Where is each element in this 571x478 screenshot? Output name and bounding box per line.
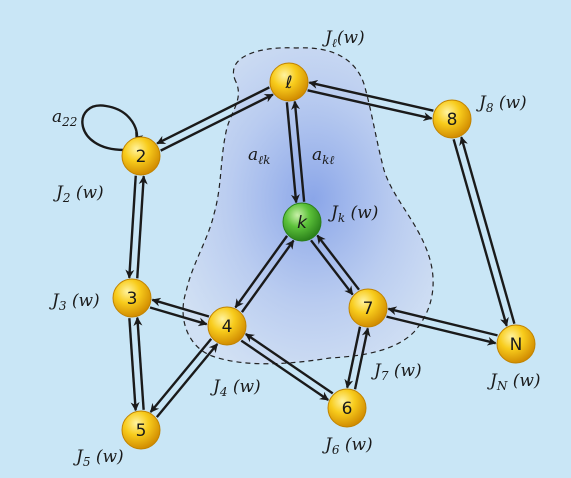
cost-label-l: Jℓ(w) [322,28,365,50]
cost-label-5: J5 (w) [73,447,124,469]
edge-n-to-eight [459,136,516,324]
node-8[interactable]: 8 [432,99,472,139]
svg-text:6: 6 [342,399,353,419]
cost-label-4: J4 (w) [210,377,261,399]
edge-three-to-two [136,175,148,279]
edge-eight-to-n [452,139,509,327]
node-n[interactable]: N [496,324,536,364]
cost-label-n: JN (w) [487,371,541,393]
weight-label-a22: a22 [52,107,77,129]
svg-text:k: k [297,213,308,233]
svg-text:ℓ: ℓ [284,73,292,93]
cost-label-k: Jk (w) [328,203,378,225]
edge-k-to-four [234,235,289,309]
edge-five-to-four [155,343,219,418]
svg-text:4: 4 [222,317,233,337]
weight-label-akl: akℓ [312,145,334,167]
nodes: ℓ 2 k 8 3 4 7 N [112,62,536,450]
edges [125,79,516,418]
svg-text:N: N [510,335,523,355]
edge-six-to-four [245,332,334,395]
self-loop-edge [81,104,144,152]
edge-k-to-l [291,100,306,202]
edge-eight-to-l [308,79,434,112]
cost-label-3: J3 (w) [49,291,100,313]
node-5[interactable]: 5 [121,410,161,450]
node-3[interactable]: 3 [112,278,152,318]
cost-label-6: J6 (w) [322,435,373,457]
edge-four-to-six [240,339,329,402]
svg-text:8: 8 [447,110,458,130]
svg-text:2: 2 [136,147,147,167]
edge-two-to-three [125,175,137,279]
node-7[interactable]: 7 [348,288,388,328]
cost-label-7: J7 (w) [371,361,422,383]
edge-three-to-four [149,306,208,327]
edge-n-to-seven [387,306,498,337]
node-6[interactable]: 6 [327,388,367,428]
cost-label-8: J8 (w) [476,93,527,115]
edge-l-to-eight [307,89,433,122]
node-l[interactable]: ℓ [269,62,309,102]
edge-five-to-three [133,316,145,410]
edge-four-to-k [240,239,295,313]
edge-two-to-l [160,93,274,152]
edge-four-to-three [151,297,210,318]
edge-k-to-seven [310,239,354,296]
edge-seven-to-k [316,234,360,291]
node-4[interactable]: 4 [207,306,247,346]
weight-labels: a22 aℓk akℓ [52,107,334,167]
cost-label-2: J2 (w) [53,183,104,205]
edge-seven-to-six [344,326,362,389]
weight-label-alk: aℓk [248,145,270,167]
edge-six-to-seven [353,327,371,390]
cost-labels: Jℓ(w) J2 (w) J8 (w) Jk (w) J3 (w) J4 (w)… [49,28,541,469]
edge-l-to-two [156,86,270,145]
edge-three-to-five [128,318,140,412]
svg-text:7: 7 [363,299,374,319]
svg-text:5: 5 [136,421,147,441]
node-k[interactable]: k [282,202,322,242]
node-2[interactable]: 2 [121,136,161,176]
edge-four-to-five [149,338,213,413]
edge-l-to-k [285,102,300,204]
edge-seven-to-n [386,315,497,346]
svg-text:3: 3 [127,289,138,309]
